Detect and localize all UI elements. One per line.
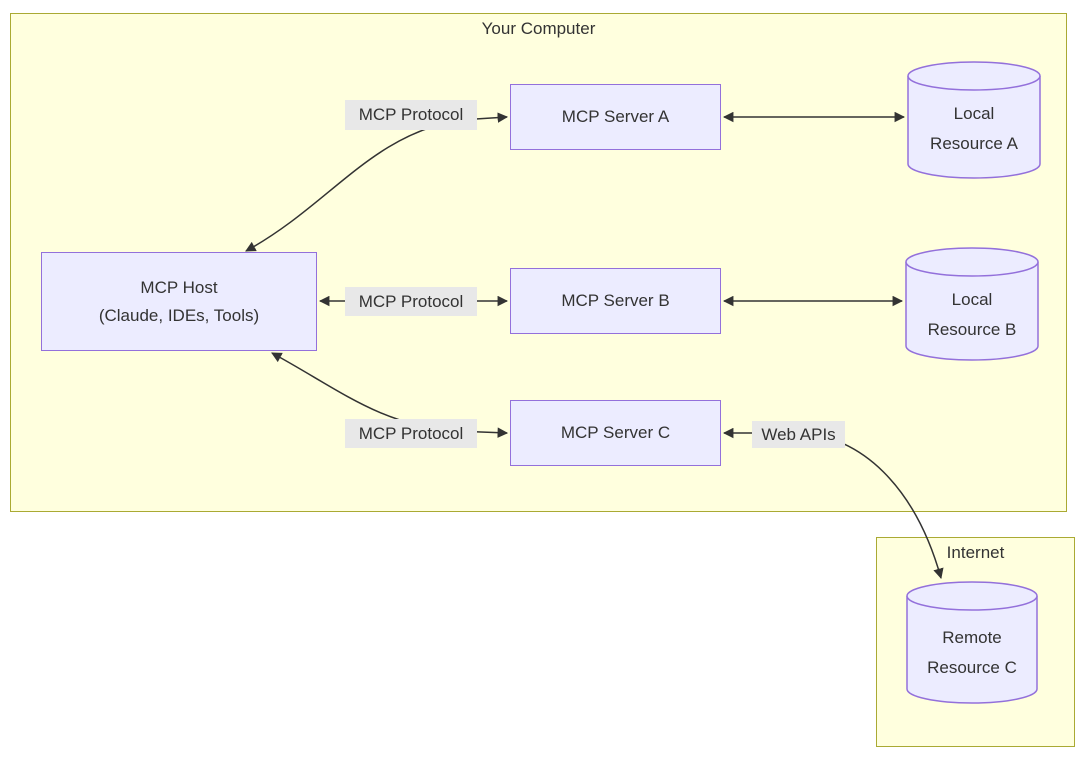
edge-label-mcp-protocol-b: MCP Protocol [345,287,477,316]
local-resource-b-line1: Local [951,290,993,309]
node-mcp-server-c: MCP Server C [510,400,721,466]
local-resource-b-line2: Resource B [927,320,1017,339]
node-mcp-server-b: MCP Server B [510,268,721,334]
remote-resource-c-line2: Resource C [927,658,1017,677]
cluster-internet-title: Internet [946,543,1005,562]
remote-resource-c-line1: Remote [942,628,1002,647]
edge-label-mcp-protocol-a: MCP Protocol [345,100,477,130]
node-local-resource-b-label: Local Resource B [906,274,1038,356]
node-mcp-server-a-label: MCP Server A [561,107,670,126]
node-local-resource-a-label: Local Resource A [908,88,1040,170]
local-resource-a-line2: Resource A [930,134,1018,153]
node-mcp-host-line2: (Claude, IDEs, Tools) [98,305,260,325]
node-mcp-server-b-label: MCP Server B [561,291,670,310]
node-remote-resource-c-label: Remote Resource C [907,612,1037,694]
edge-label-mcp-protocol-c: MCP Protocol [345,419,477,448]
node-mcp-host-line1: MCP Host [140,277,218,297]
edge-label-web-apis: Web APIs [752,421,845,448]
node-mcp-host: MCP Host (Claude, IDEs, Tools) [41,252,317,351]
cluster-your-computer-title: Your Computer [481,19,596,38]
node-mcp-server-a: MCP Server A [510,84,721,150]
node-mcp-server-c-label: MCP Server C [560,423,671,442]
local-resource-a-line1: Local [953,104,995,123]
